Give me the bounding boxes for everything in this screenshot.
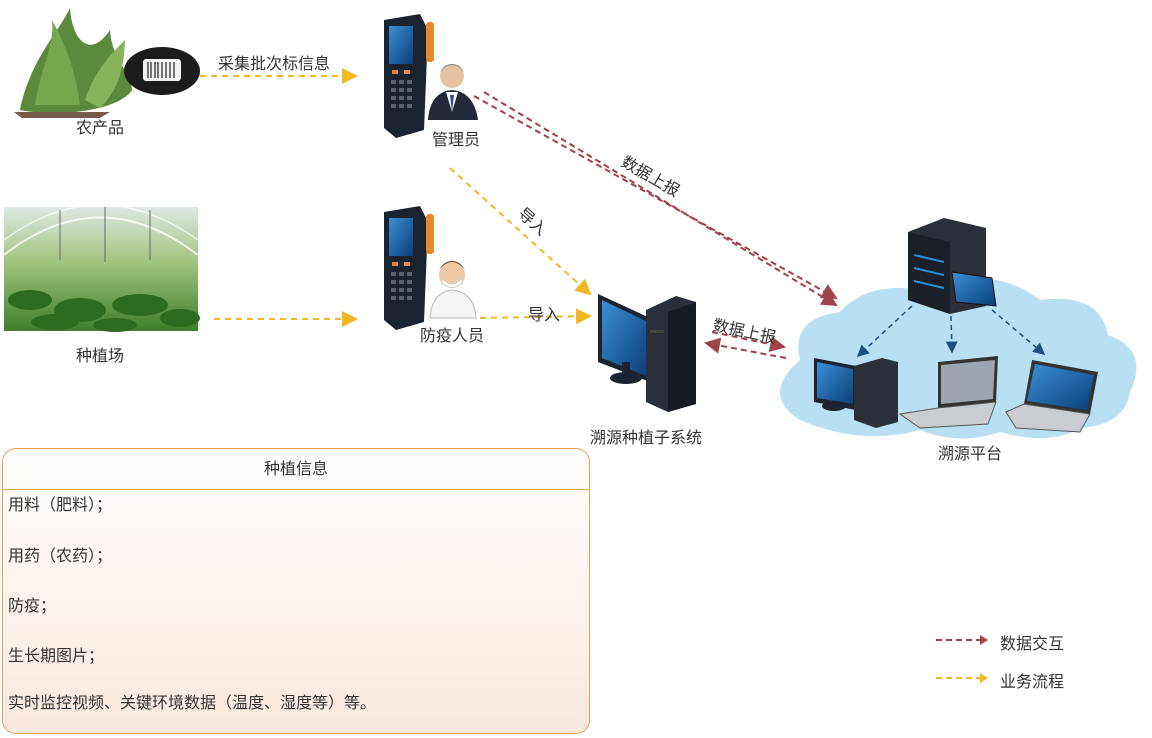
list-item: 生长期图片； <box>8 646 105 665</box>
node-label-quarantine-staff: 防疫人员 <box>420 326 485 345</box>
produce-image <box>14 8 200 118</box>
node-label-farm: 种植场 <box>76 346 125 365</box>
edge-import-1 <box>449 167 592 296</box>
desktop-computer-icon <box>598 294 696 412</box>
edge-label-import-2: 导入 <box>528 305 561 324</box>
edge-label-collect: 采集批次标信息 <box>218 54 331 73</box>
business-flow-edges <box>200 68 592 327</box>
node-label-platform: 溯源平台 <box>938 444 1003 463</box>
planting-info-title: 种植信息 <box>3 449 589 490</box>
laptop-icon <box>898 356 998 429</box>
laptop-icon <box>1005 360 1098 433</box>
node-label-manager: 管理员 <box>432 130 481 149</box>
manager-avatar-icon <box>428 64 478 120</box>
handheld-scanner-icon <box>384 14 434 138</box>
edge-import-2 <box>479 308 592 325</box>
data-exchange-edges <box>473 91 838 359</box>
handheld-scanner-icon <box>384 206 434 330</box>
platform-desktop-icon <box>814 358 898 428</box>
node-label-subsystem: 溯源种植子系统 <box>590 428 703 447</box>
list-item: 用料（肥料）； <box>8 495 113 514</box>
node-label-produce: 农产品 <box>76 118 125 137</box>
legend-data-exchange-label: 数据交互 <box>1000 634 1065 653</box>
edge-label-import-1: 导入 <box>514 204 551 240</box>
edge-label-report-2: 数据上报 <box>711 315 778 347</box>
quarantine-staff-avatar-icon <box>429 261 477 319</box>
list-item: 防疫； <box>8 596 57 615</box>
list-item: 用药（农药）； <box>8 546 113 565</box>
farm-image <box>3 204 200 332</box>
planting-info-box: 种植信息 用料（肥料）； 用药（农药）； 防疫； 生长期图片； 实时监控视频、关… <box>2 448 590 734</box>
server-icon <box>908 218 997 314</box>
legend-business-flow-label: 业务流程 <box>1000 672 1065 691</box>
platform-internal-arrows <box>856 305 1046 358</box>
list-item: 实时监控视频、关键环境数据（温度、湿度等）等。 <box>8 693 377 712</box>
